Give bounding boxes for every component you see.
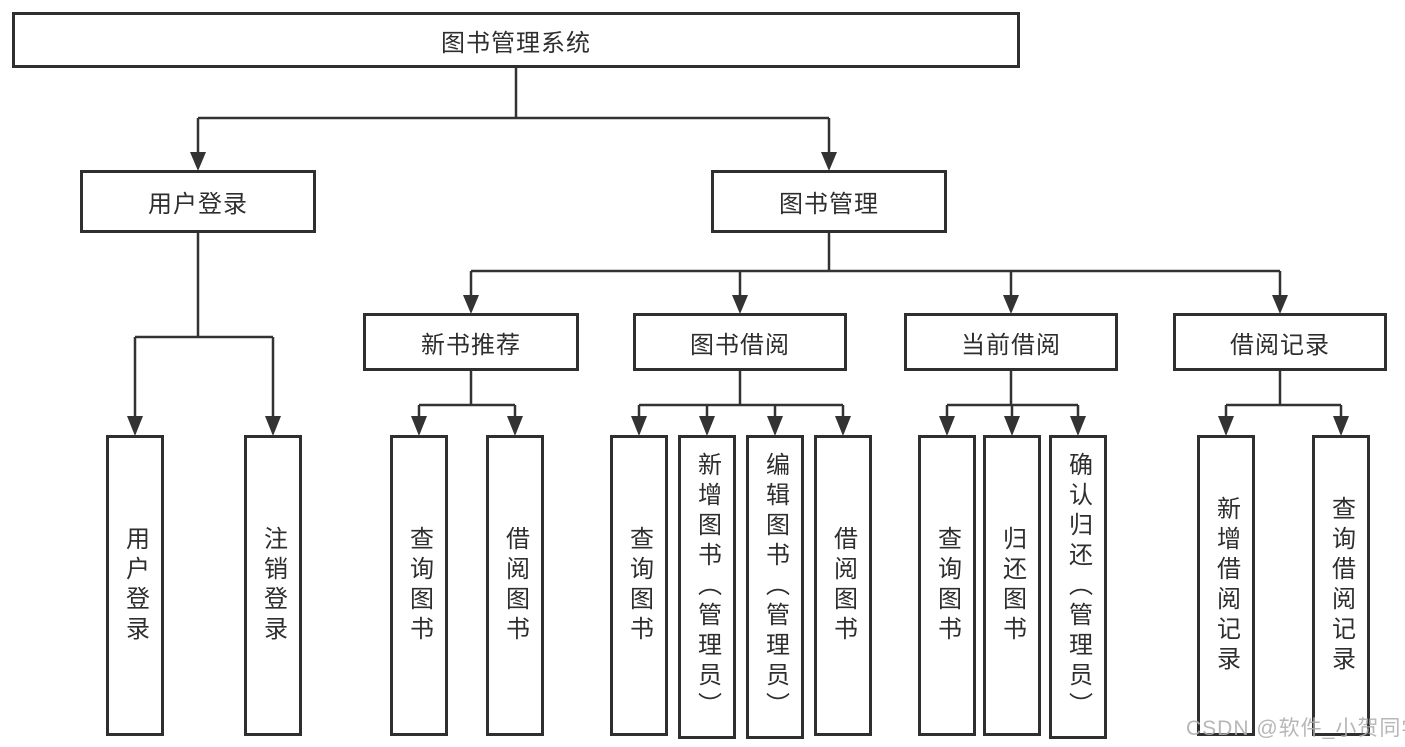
node-book-borrow: 图书借阅: [633, 313, 847, 371]
leaf-query-books-current: 查询图书: [918, 435, 976, 736]
leaf-confirm-return-admin: 确认归还（管理员）: [1049, 435, 1107, 739]
leaf-edit-book-admin-label: 编辑图书（管理员）: [761, 452, 789, 722]
leaf-add-book-admin: 新增图书（管理员）: [678, 435, 736, 739]
leaf-query-borrow-record: 查询借阅记录: [1312, 435, 1370, 736]
leaf-query-borrow-record-label: 查询借阅记录: [1327, 495, 1355, 676]
leaf-query-books-borrow-label: 查询图书: [625, 525, 653, 646]
node-new-book-recommend: 新书推荐: [363, 313, 579, 371]
leaf-add-borrow-record-label: 新增借阅记录: [1212, 495, 1240, 676]
leaf-edit-book-admin: 编辑图书（管理员）: [746, 435, 804, 739]
leaf-add-book-admin-label: 新增图书（管理员）: [693, 452, 721, 722]
leaf-borrow-books-label: 借阅图书: [829, 525, 857, 646]
leaf-query-books-recommend: 查询图书: [390, 435, 448, 736]
node-borrow-records: 借阅记录: [1173, 313, 1387, 371]
leaf-confirm-return-admin-label: 确认归还（管理员）: [1064, 452, 1092, 722]
leaf-query-books-recommend-label: 查询图书: [405, 525, 433, 646]
leaf-borrow-books-recommend: 借阅图书: [486, 435, 544, 736]
leaf-query-books-current-label: 查询图书: [933, 525, 961, 646]
leaf-borrow-books: 借阅图书: [814, 435, 872, 736]
leaf-borrow-books-recommend-label: 借阅图书: [501, 525, 529, 646]
node-current-borrow: 当前借阅: [904, 313, 1118, 371]
node-user-login: 用户登录: [80, 170, 316, 233]
leaf-user-login: 用户登录: [106, 435, 164, 736]
leaf-return-books-label: 归还图书: [998, 525, 1026, 646]
leaf-logout: 注销登录: [244, 435, 302, 736]
csdn-watermark: CSDN @软件_小贺同学: [1186, 717, 1405, 740]
leaf-return-books: 归还图书: [983, 435, 1041, 736]
leaf-logout-label: 注销登录: [259, 525, 287, 646]
node-library-system: 图书管理系统: [12, 12, 1020, 68]
node-book-management: 图书管理: [711, 170, 947, 233]
leaf-add-borrow-record: 新增借阅记录: [1197, 435, 1255, 736]
leaf-query-books-borrow: 查询图书: [610, 435, 668, 736]
leaf-user-login-label: 用户登录: [121, 525, 149, 646]
